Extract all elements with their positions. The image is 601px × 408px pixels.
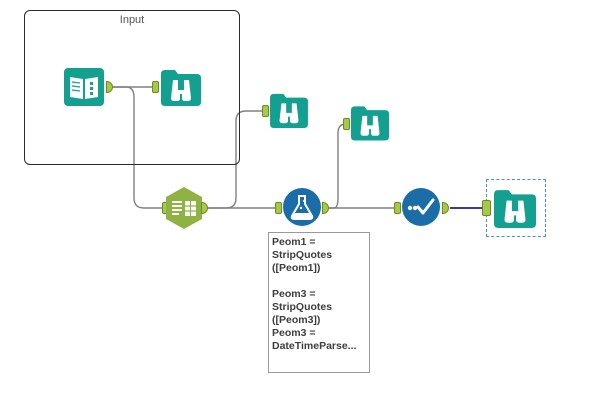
binoculars-icon [161,70,201,106]
browse1-input-anchor[interactable] [152,81,159,93]
container-title: Input [119,14,145,26]
browse-tool-1[interactable] [161,68,201,106]
input-data-tool[interactable] [64,68,104,106]
binoculars-icon [270,93,308,128]
annotation-blank-line [272,275,366,288]
checkmark-dots-icon [402,188,440,226]
text-to-columns-icon [166,187,202,229]
browse-tool-3[interactable] [351,104,389,141]
browse4-input-anchor[interactable] [482,200,491,216]
browse3-input-anchor[interactable] [343,118,350,130]
annotation-line: Peom3 = [272,288,316,300]
select-tool[interactable] [402,188,440,226]
input-container[interactable]: Input [24,10,240,165]
annotation-line: ([Peom3]) [272,314,321,326]
flask-icon [283,188,321,226]
annotation-line: ([Peom1]) [272,262,321,274]
annotation-line: DateTimeParse... [272,340,357,352]
binoculars-icon [494,190,536,228]
browse-tool-4[interactable] [494,188,536,228]
formula-annotation: Peom1 = StripQuotes ([Peom1]) Peom3 = St… [268,232,370,373]
book-icon [64,68,104,106]
connection-formula-to-browse3[interactable] [328,123,347,209]
browse2-input-anchor[interactable] [262,105,269,117]
connection-input-to-text-to-columns[interactable] [113,86,162,209]
select-input-anchor[interactable] [394,202,401,214]
browse-tool-2[interactable] [270,92,308,128]
binoculars-icon [351,106,389,141]
annotation-line: Peom3 = [272,327,316,339]
annotation-line: Peom1 = [272,236,316,248]
formula-input-anchor[interactable] [275,202,282,214]
formula-tool[interactable] [283,188,321,226]
text-to-columns-tool[interactable] [165,186,203,230]
annotation-line: StripQuotes [272,301,333,313]
annotation-line: StripQuotes [272,249,333,261]
